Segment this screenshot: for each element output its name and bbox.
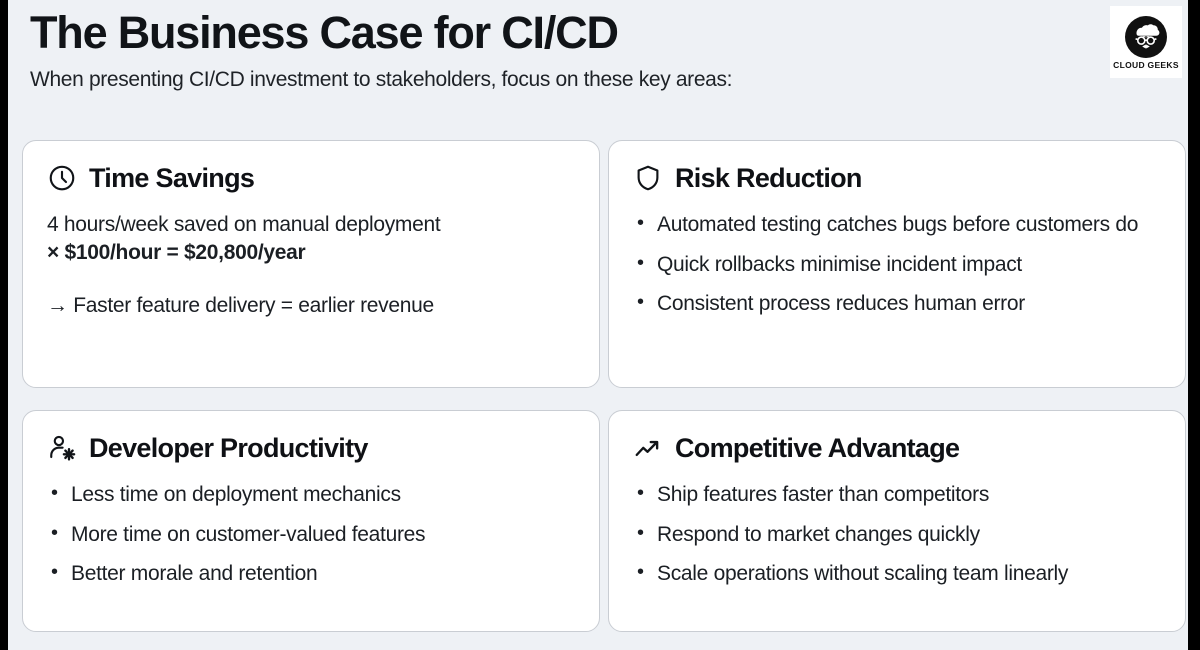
card-time-savings: Time Savings 4 hours/week saved on manua… [22, 140, 600, 388]
card-header: Developer Productivity [47, 433, 575, 463]
card-competitive-advantage: Competitive Advantage Ship features fast… [608, 410, 1186, 632]
card-title: Time Savings [89, 162, 255, 193]
brand-name: CLOUD GEEKS [1113, 59, 1179, 70]
shield-icon [633, 163, 663, 193]
card-title: Developer Productivity [89, 432, 368, 463]
page-subtitle: When presenting CI/CD investment to stak… [30, 67, 733, 91]
card-title: Competitive Advantage [675, 432, 960, 463]
cloud-geeks-avatar-icon [1124, 15, 1168, 59]
benefit-card-grid: Time Savings 4 hours/week saved on manua… [22, 140, 1186, 632]
card-header: Competitive Advantage [633, 433, 1161, 463]
list-item: Better morale and retention [47, 559, 575, 589]
brand-logo: CLOUD GEEKS [1110, 6, 1182, 78]
list-item: More time on customer-valued features [47, 520, 575, 550]
card-header: Time Savings [47, 163, 575, 193]
list-item: Respond to market changes quickly [633, 520, 1161, 550]
clock-icon [47, 163, 77, 193]
bullet-list: Ship features faster than competitors Re… [633, 480, 1161, 589]
stat-line: 4 hours/week saved on manual deployment [47, 213, 441, 236]
list-item: Scale operations without scaling team li… [633, 559, 1161, 589]
bullet-list: Less time on deployment mechanics More t… [47, 480, 575, 589]
list-item: Automated testing catches bugs before cu… [633, 210, 1161, 240]
slide-header: The Business Case for CI/CD When present… [30, 7, 1068, 92]
list-item: Quick rollbacks minimise incident impact [633, 250, 1161, 280]
card-header: Risk Reduction [633, 163, 1161, 193]
slide-surface: The Business Case for CI/CD When present… [8, 0, 1188, 650]
card-title: Risk Reduction [675, 162, 862, 193]
card-risk-reduction: Risk Reduction Automated testing catches… [608, 140, 1186, 388]
bullet-list: Automated testing catches bugs before cu… [633, 210, 1161, 319]
list-item: Less time on deployment mechanics [47, 480, 575, 510]
stat-line: × $100/hour = $20,800/year [47, 240, 306, 264]
card-developer-productivity: Developer Productivity Less time on depl… [22, 410, 600, 632]
stat-conclusion: → Faster feature delivery = earlier reve… [47, 294, 434, 318]
list-item: Ship features faster than competitors [633, 480, 1161, 510]
user-cog-icon [47, 433, 77, 463]
trending-up-icon [633, 433, 663, 463]
page-title: The Business Case for CI/CD [30, 7, 619, 58]
list-item: Consistent process reduces human error [633, 289, 1161, 319]
stat-block: 4 hours/week saved on manual deployment … [47, 211, 575, 266]
